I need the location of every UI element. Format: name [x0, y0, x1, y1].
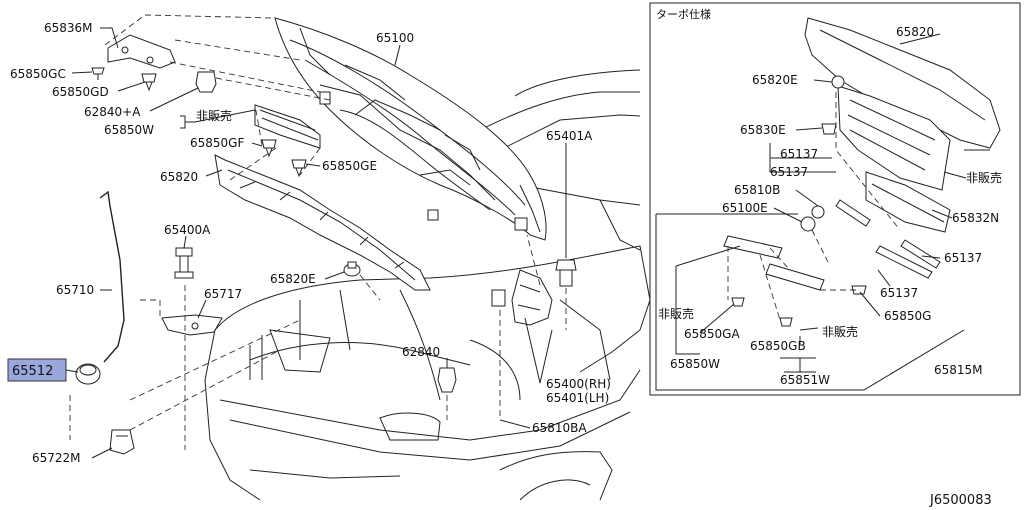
label-65820: 65820 — [160, 170, 198, 184]
inset-clip-65830E — [821, 123, 837, 135]
hood-latch-bracket — [491, 269, 553, 326]
bolt-65401A — [555, 259, 577, 287]
inset-label-65850W: 65850W — [670, 357, 720, 371]
main-labels: 65836M 65850GC 65850GD 62840+A 65850W 非販… — [10, 21, 611, 465]
inset-clip-65820E — [831, 75, 845, 89]
hood-support-rod — [99, 190, 125, 363]
turbo-spec-inset: ターボ仕様 — [649, 2, 1021, 396]
inset-clip-65850GA — [731, 297, 745, 307]
inset-piece-65850W — [723, 235, 783, 259]
clip-65850GD — [141, 73, 157, 92]
bumper-62840-A — [195, 71, 217, 93]
grommet-65512 — [75, 363, 101, 385]
inset-label-65137-c: 65137 — [944, 251, 982, 265]
clip-65850GC — [91, 67, 105, 80]
clip-65820E — [343, 261, 361, 277]
hood-panel — [274, 17, 547, 241]
label-65850GD: 65850GD — [52, 85, 109, 99]
inset-labels: 65820 65820E 65830E 65137 65137 65810B 6… — [658, 25, 1002, 387]
label-65100: 65100 — [376, 31, 414, 45]
hood-seal-main — [214, 154, 431, 291]
label-65400RH: 65400(RH) — [546, 377, 611, 391]
label-65722M: 65722M — [32, 451, 81, 465]
label-65836M: 65836M — [44, 21, 93, 35]
inset-clip-65850GB — [779, 317, 793, 327]
label-65401A: 65401A — [546, 129, 593, 143]
bolt-65400A — [174, 247, 194, 279]
label-65820E: 65820E — [270, 272, 316, 286]
inset-title: ターボ仕様 — [656, 7, 711, 21]
inset-clip-65850G — [851, 285, 867, 295]
highlighted-part-65512[interactable]: 65512 — [7, 358, 67, 382]
label-65710: 65710 — [56, 283, 94, 297]
diagram-id: J6500083 — [929, 493, 992, 508]
clip-65850GE — [291, 159, 307, 178]
inset-label-65100E: 65100E — [722, 201, 768, 215]
inset-label-65832N: 65832N — [952, 211, 999, 225]
label-65400A: 65400A — [164, 223, 211, 237]
inset-label-65815M: 65815M — [934, 363, 983, 377]
label-65850W: 65850W — [104, 123, 154, 137]
label-62840A: 62840+A — [84, 105, 141, 119]
inset-label-65850GB: 65850GB — [750, 339, 806, 353]
inset-strip-3 — [900, 239, 941, 269]
inset-label-65851W: 65851W — [780, 373, 830, 387]
inset-insulator-pad — [837, 85, 951, 191]
label-65512: 65512 — [12, 364, 53, 379]
inset-pad-65832N — [865, 171, 951, 233]
inset-label-65850G: 65850G — [884, 309, 931, 323]
label-65850GE: 65850GE — [322, 159, 377, 173]
inset-clip-65810B — [811, 205, 825, 219]
clip-65722M — [109, 429, 135, 455]
inset-hood-insulator — [804, 17, 1001, 149]
inset-label-65137-d: 65137 — [880, 286, 918, 300]
inset-clip-65100E — [800, 216, 816, 232]
vehicle-body-outline — [204, 69, 651, 501]
stay-bracket-65717 — [161, 314, 223, 336]
inset-label-not-for-sale-2: 非販売 — [966, 170, 1002, 185]
leader-lines — [65, 27, 567, 459]
inset-label-not-for-sale-4: 非販売 — [822, 324, 858, 339]
inset-label-65820: 65820 — [896, 25, 934, 39]
inset-label-65137-b: 65137 — [770, 165, 808, 179]
label-not-for-sale-1: 非販売 — [196, 108, 232, 123]
inset-label-not-for-sale-3: 非販売 — [658, 306, 694, 321]
label-65717: 65717 — [204, 287, 242, 301]
hinge-bracket — [107, 34, 176, 69]
label-62840: 62840 — [402, 345, 440, 359]
inset-label-65820E: 65820E — [752, 73, 798, 87]
bumper-62840 — [437, 367, 457, 393]
inset-label-65850GA: 65850GA — [684, 327, 740, 341]
inset-label-65137-a: 65137 — [780, 147, 818, 161]
inset-strip-2 — [875, 245, 933, 279]
label-65850GC: 65850GC — [10, 67, 66, 81]
inset-label-65810B: 65810B — [734, 183, 780, 197]
highlight-box — [7, 358, 67, 382]
label-65401LH: 65401(LH) — [546, 391, 609, 405]
inset-label-65830E: 65830E — [740, 123, 786, 137]
clip-65850GF — [261, 139, 277, 158]
inset-subframe — [655, 213, 965, 391]
inset-strip-1 — [835, 199, 871, 227]
label-65850GF: 65850GF — [190, 136, 244, 150]
dashed-guide-lines — [69, 14, 567, 450]
label-65810BA: 65810BA — [532, 421, 587, 435]
